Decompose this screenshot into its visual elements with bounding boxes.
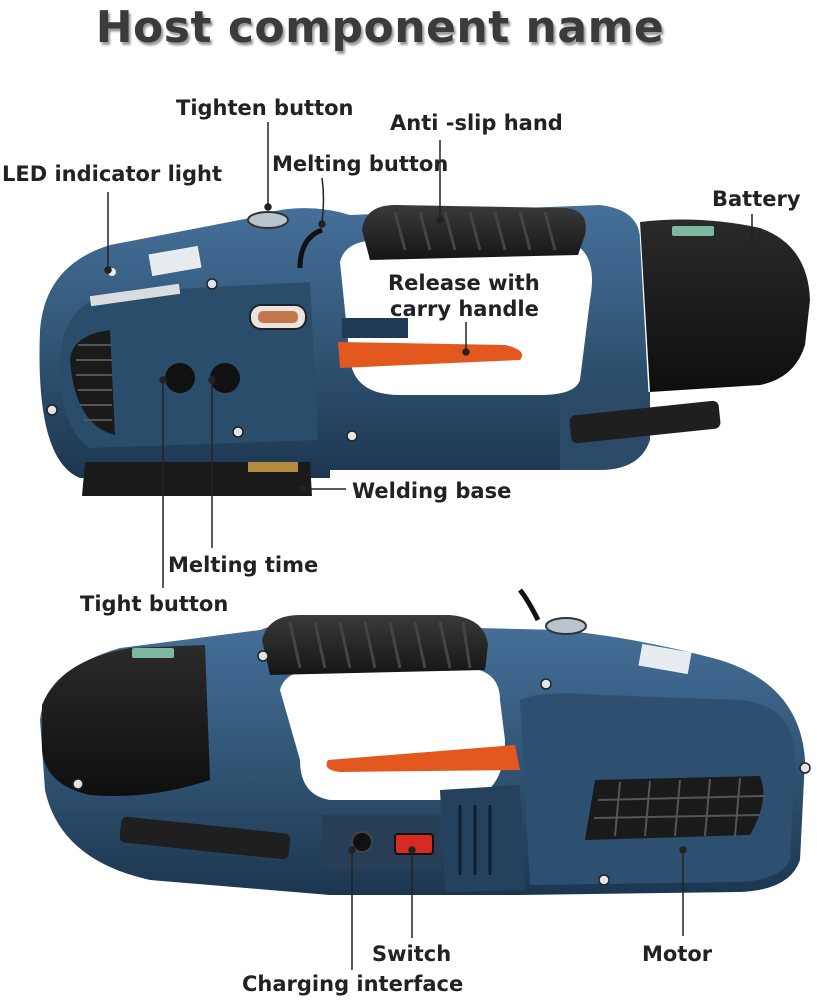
- motor-vent: [585, 776, 764, 840]
- tool-side-view-top: [39, 205, 810, 496]
- tight-knob: [165, 363, 195, 393]
- label-melting-button: Melting button: [272, 152, 449, 176]
- label-battery: Battery: [712, 187, 801, 211]
- label-motor: Motor: [642, 942, 713, 966]
- tighten-button-cap-bottom: [545, 617, 587, 635]
- battery-pack-bottom: [42, 645, 210, 796]
- label-release-line2: carry handle: [390, 297, 539, 321]
- tighten-button-cap: [247, 211, 289, 229]
- label-melting-time: Melting time: [168, 553, 319, 577]
- label-anti-slip-hand: Anti -slip hand: [390, 111, 563, 135]
- handle-opening-bottom: [280, 668, 505, 800]
- label-release-line1: Release with: [388, 271, 540, 295]
- vent-grill-top: [70, 330, 115, 435]
- label-charging-interface: Charging interface: [242, 972, 464, 996]
- label-switch: Switch: [372, 942, 452, 966]
- label-led-indicator-light: LED indicator light: [2, 162, 223, 186]
- charging-port: [351, 831, 373, 853]
- leader-lines: [104, 122, 756, 970]
- anti-slip-grip-bottom: [262, 615, 488, 675]
- power-switch: [394, 833, 434, 855]
- battery-window-bottom: [132, 648, 174, 658]
- tool-side-view-bottom: [40, 588, 811, 895]
- battery-pack-top: [640, 219, 810, 392]
- diagram-title: Host component name: [95, 2, 665, 53]
- label-welding-base: Welding base: [352, 479, 512, 503]
- label-tight-button: Tight button: [80, 592, 229, 616]
- melting-time-knob: [210, 363, 240, 393]
- battery-window-top: [672, 226, 714, 236]
- label-tighten-button: Tighten button: [176, 96, 354, 120]
- release-lever-top: [338, 342, 523, 368]
- release-lever-bottom: [326, 745, 520, 772]
